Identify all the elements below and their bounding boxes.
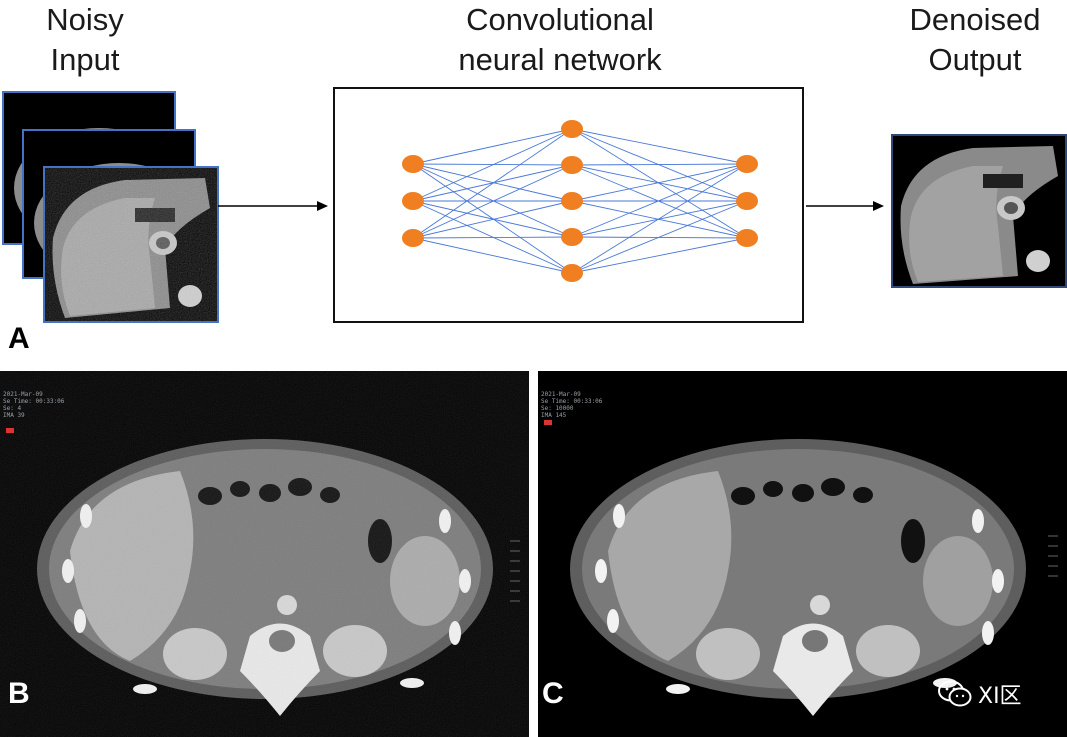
network-edge (571, 200, 748, 239)
network-edge (571, 163, 748, 274)
network-edge (412, 128, 573, 239)
neural-network-graph (402, 120, 758, 282)
network-edge (412, 128, 573, 202)
scan-c-metadata: 2021-Mar-09 Se Time: 00:33:06 Se: 10000 … (541, 391, 603, 419)
network-edge (571, 163, 748, 238)
network-edge (571, 128, 748, 239)
network-edge (571, 200, 748, 274)
network-edge (571, 164, 748, 202)
watermark-text: XI区 (978, 684, 1022, 709)
network-edge (571, 163, 748, 202)
network-node-layer1 (402, 229, 424, 247)
network-node-layer1 (402, 155, 424, 173)
network-edge (571, 164, 748, 239)
denoised-output-title: Denoised Output (909, 2, 1041, 77)
network-node-layer1 (402, 192, 424, 210)
arrow-to-output (806, 201, 884, 211)
panel-label-c: C (542, 677, 564, 710)
network-edge (412, 200, 573, 238)
network-edge (412, 163, 573, 202)
scan-b-metadata: 2021-Mar-09 Se Time: 00:33:06 Se: 4 IMA … (3, 391, 65, 419)
network-edge (571, 163, 748, 166)
network-edge (412, 163, 573, 166)
abdominal-ct-image (0, 371, 529, 737)
noisy-input-frame-3 (43, 166, 219, 323)
wechat-icon (938, 680, 972, 707)
network-node-layer2 (561, 228, 583, 246)
cnn-title: Convolutional neural network (458, 2, 662, 77)
network-edge (412, 237, 573, 274)
network-node-layer3 (736, 192, 758, 210)
ct-scan-c: 2021-Mar-09 Se Time: 00:33:06 Se: 10000 … (538, 371, 1067, 737)
arrow-to-network (218, 201, 328, 211)
network-node-layer2 (561, 120, 583, 138)
network-node-layer3 (736, 155, 758, 173)
network-node-layer3 (736, 229, 758, 247)
ct-slice-image (45, 168, 217, 321)
ct-slice-image (893, 136, 1065, 286)
noisy-input-title: Noisy Input (46, 2, 124, 77)
panel-label-a: A (8, 322, 30, 355)
watermark: XI区 (938, 678, 1022, 710)
network-node-layer2 (561, 156, 583, 174)
network-edge (571, 128, 748, 165)
network-edge (412, 236, 573, 239)
network-edge (412, 163, 573, 274)
denoised-output-frame (891, 134, 1067, 288)
network-edge (571, 128, 748, 202)
network-edge (412, 163, 573, 238)
ct-scan-b: 2021-Mar-09 Se Time: 00:33:06 Se: 4 IMA … (0, 371, 529, 737)
abdominal-ct-image (538, 371, 1067, 737)
network-edge (412, 128, 573, 165)
network-edge (571, 236, 748, 239)
network-edge (412, 200, 573, 274)
panel-label-b: B (8, 677, 30, 710)
cnn-diagram-box (333, 87, 804, 323)
network-edge (571, 237, 748, 274)
network-node-layer2 (561, 264, 583, 282)
network-edge (412, 164, 573, 239)
network-node-layer2 (561, 192, 583, 210)
network-edge (412, 200, 573, 239)
